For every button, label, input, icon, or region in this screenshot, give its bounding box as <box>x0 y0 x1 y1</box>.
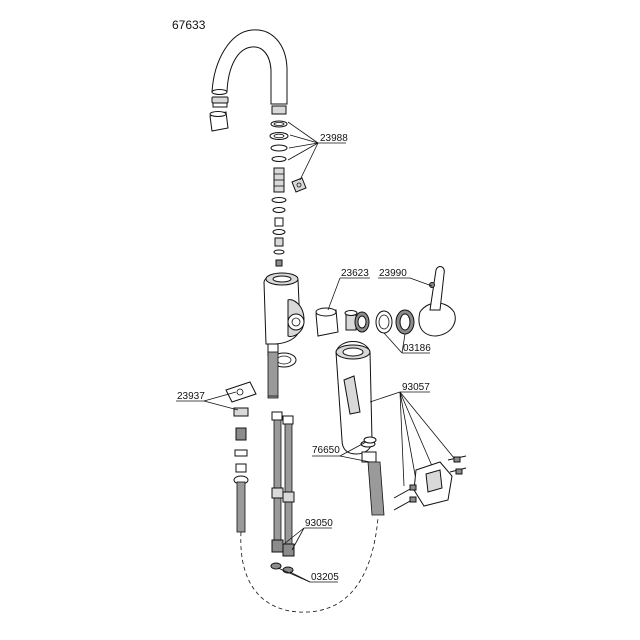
leader-93050-b <box>291 527 305 551</box>
leader-93050-a <box>283 527 305 545</box>
cartridge <box>315 307 339 337</box>
cartridge-nut <box>354 311 370 333</box>
label-93057: 93057 <box>402 382 430 393</box>
leader-23623-pointer <box>327 277 341 311</box>
label-03186: 03186 <box>403 343 431 354</box>
label-93050: 93050 <box>305 518 333 529</box>
leader-23988 <box>287 121 346 181</box>
leader-23937-a <box>203 391 237 402</box>
mounting-plate <box>225 381 257 403</box>
leader-03205-b <box>289 571 311 583</box>
spray-hose-route <box>240 517 379 613</box>
supply-hoses <box>271 411 295 557</box>
mounting-shank <box>233 475 249 533</box>
label-23990: 23990 <box>379 268 407 279</box>
leader-93057-spray <box>369 391 401 403</box>
leader-93057-screw-a <box>399 391 405 487</box>
supply-washers <box>270 562 294 574</box>
leader-76650-a <box>339 441 367 457</box>
label-03205: 03205 <box>311 572 339 583</box>
leader-03186-b <box>401 333 406 354</box>
lever-handle <box>418 266 456 337</box>
leader-03186-a <box>383 332 403 354</box>
model-number: 67633 <box>172 18 206 32</box>
label-23988: 23988 <box>320 133 348 144</box>
cartridge-ring <box>375 310 393 334</box>
bonnet <box>395 309 415 335</box>
aerator <box>209 96 229 132</box>
mounting-screws <box>393 484 417 511</box>
label-23937: 23937 <box>177 391 205 402</box>
leader-76650-b <box>339 455 371 463</box>
wall-anchors <box>447 455 467 475</box>
spray-head <box>335 341 377 463</box>
spray-hose <box>367 461 385 516</box>
hose-washer <box>363 436 377 444</box>
leader-93057-screw-b <box>399 391 417 481</box>
mounting-nut <box>233 407 249 473</box>
leader-93057-anchor <box>399 391 455 459</box>
spout <box>211 29 288 105</box>
label-76650: 76650 <box>312 445 340 456</box>
leader-23937-b <box>203 400 239 411</box>
leader-93057-bracket <box>399 391 433 467</box>
wall-bracket <box>413 461 453 507</box>
leader-23990-pointer <box>409 277 433 287</box>
faucet-body <box>263 272 305 399</box>
spout-seal-stack <box>269 105 289 267</box>
retaining-clip <box>291 177 307 193</box>
label-23623: 23623 <box>341 268 369 279</box>
